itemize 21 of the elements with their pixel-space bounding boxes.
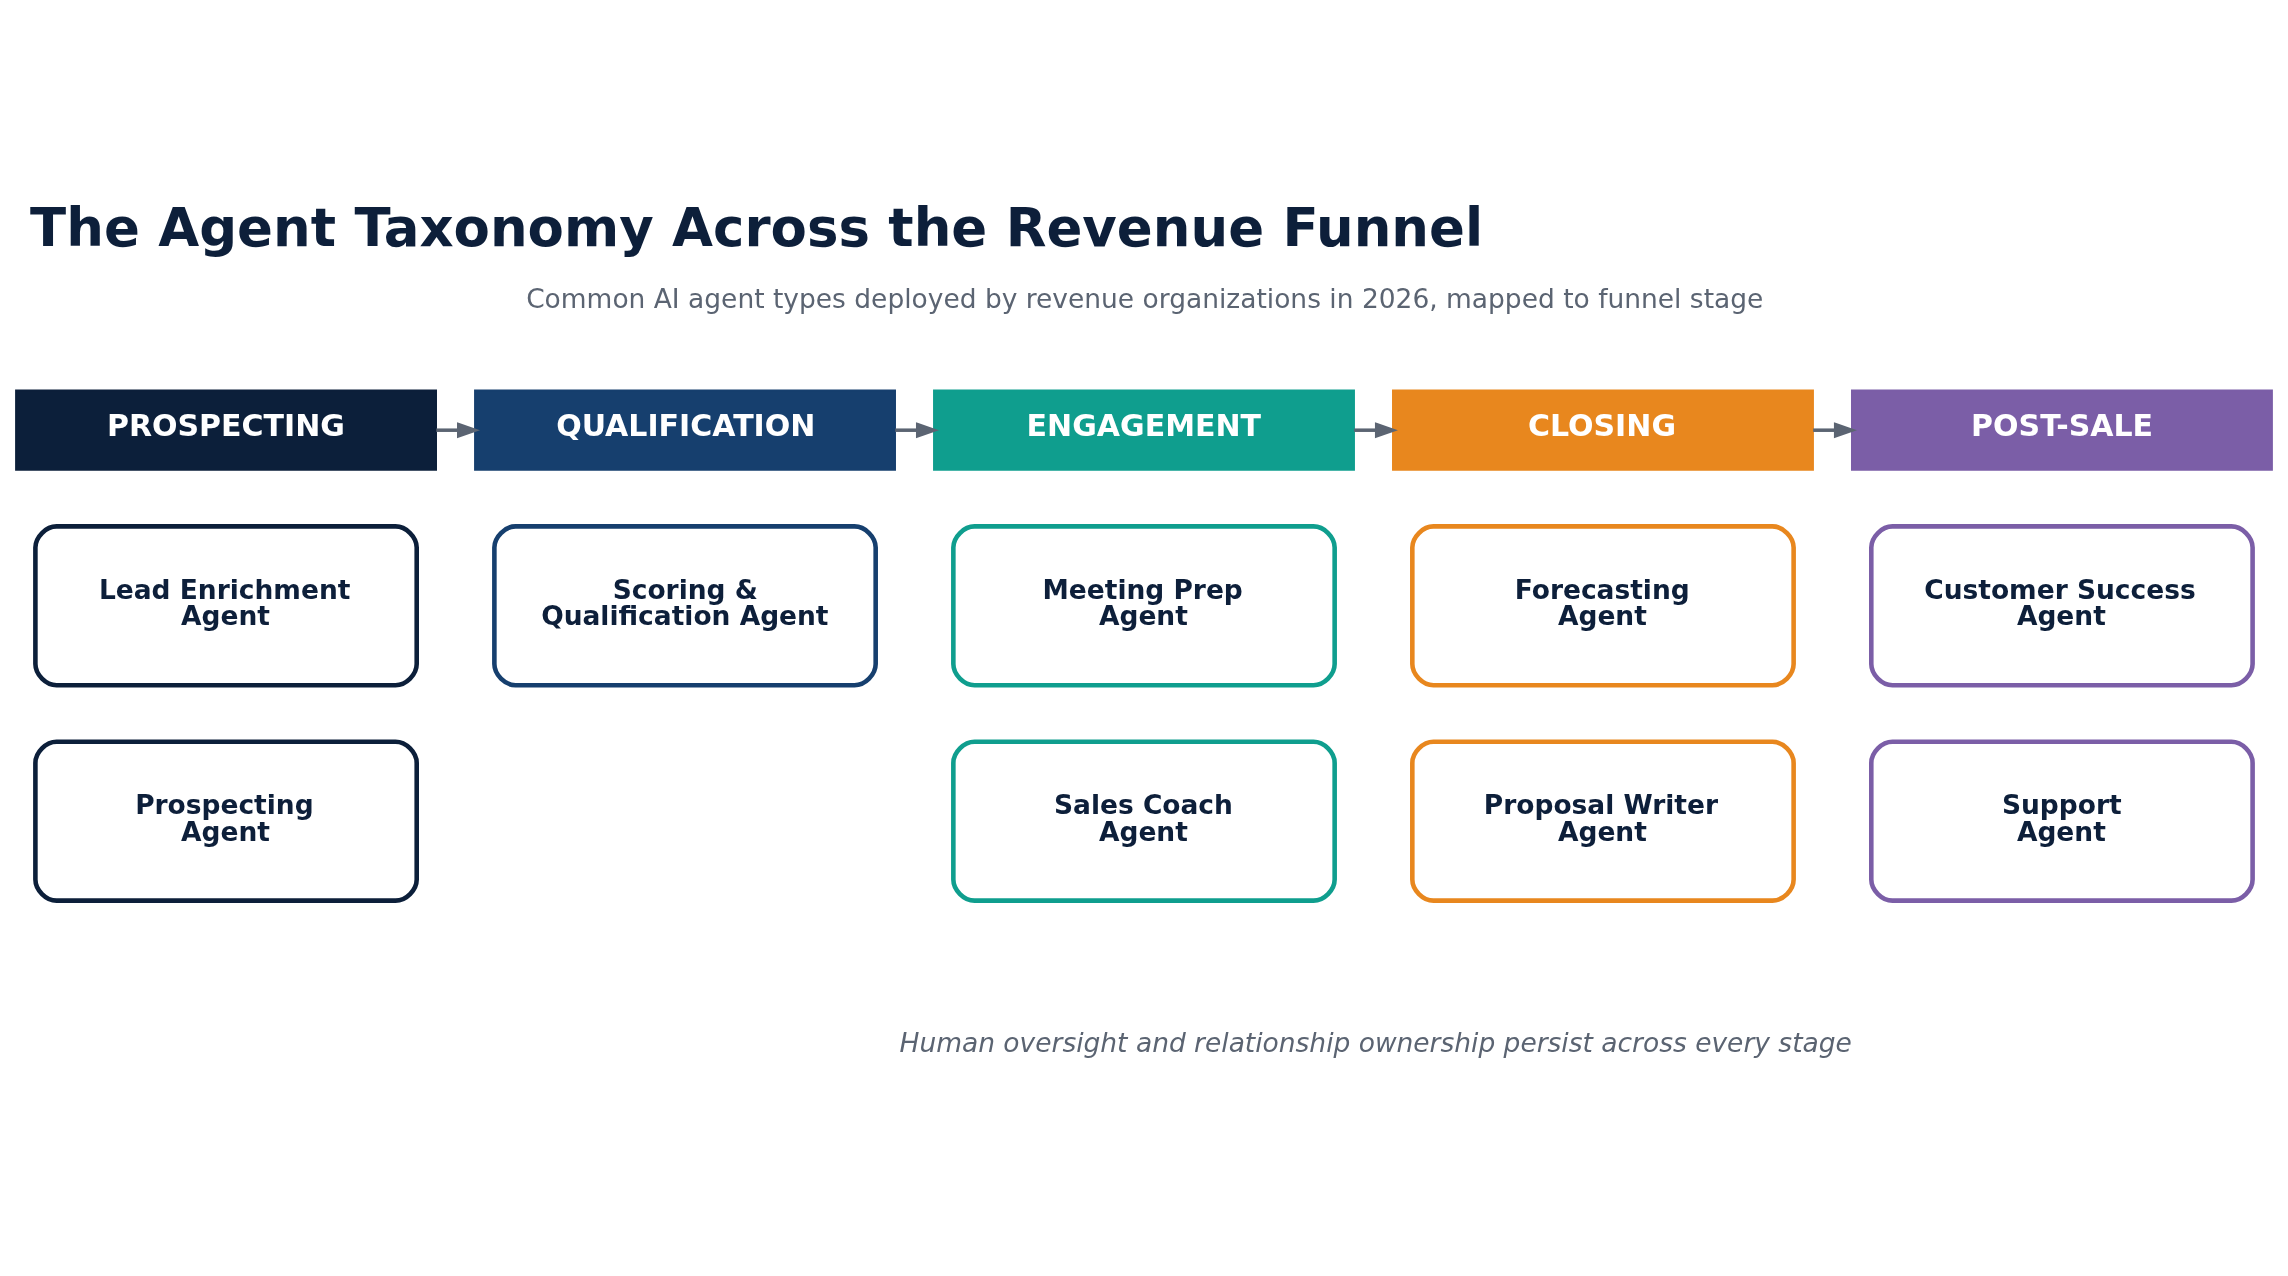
- node-box: Prospecting Agent: [33, 738, 419, 903]
- node-box: Meeting Prep Agent: [951, 523, 1337, 688]
- arrow: [436, 421, 480, 438]
- label: Common AI agent types deployed by revenue organizations in 2026, mapped to funnel stage: [526, 282, 1764, 314]
- node-box: Support Agent: [1869, 738, 2255, 903]
- node-box: POST-SALE: [1851, 389, 2273, 471]
- node-box: Scoring & Qualification Agent: [492, 523, 878, 688]
- node-box: CLOSING: [1392, 389, 1814, 471]
- node-box: Proposal Writer Agent: [1410, 738, 1796, 903]
- node-box: Sales Coach Agent: [951, 738, 1337, 903]
- arrow: [1813, 421, 1857, 438]
- node-box: PROSPECTING: [15, 389, 437, 471]
- node-box: Lead Enrichment Agent: [33, 523, 419, 688]
- arrow: [895, 421, 939, 438]
- node-box: ENGAGEMENT: [933, 389, 1355, 471]
- diagram-title: The Agent Taxonomy Across the Revenue Funnel: [30, 196, 1484, 258]
- node-box: QUALIFICATION: [474, 389, 896, 471]
- node-box: Customer Success Agent: [1869, 523, 2255, 688]
- label: Human oversight and relationship ownership persist across every stage: [899, 1026, 1852, 1058]
- node-box: Forecasting Agent: [1410, 523, 1796, 688]
- arrow: [1354, 421, 1398, 438]
